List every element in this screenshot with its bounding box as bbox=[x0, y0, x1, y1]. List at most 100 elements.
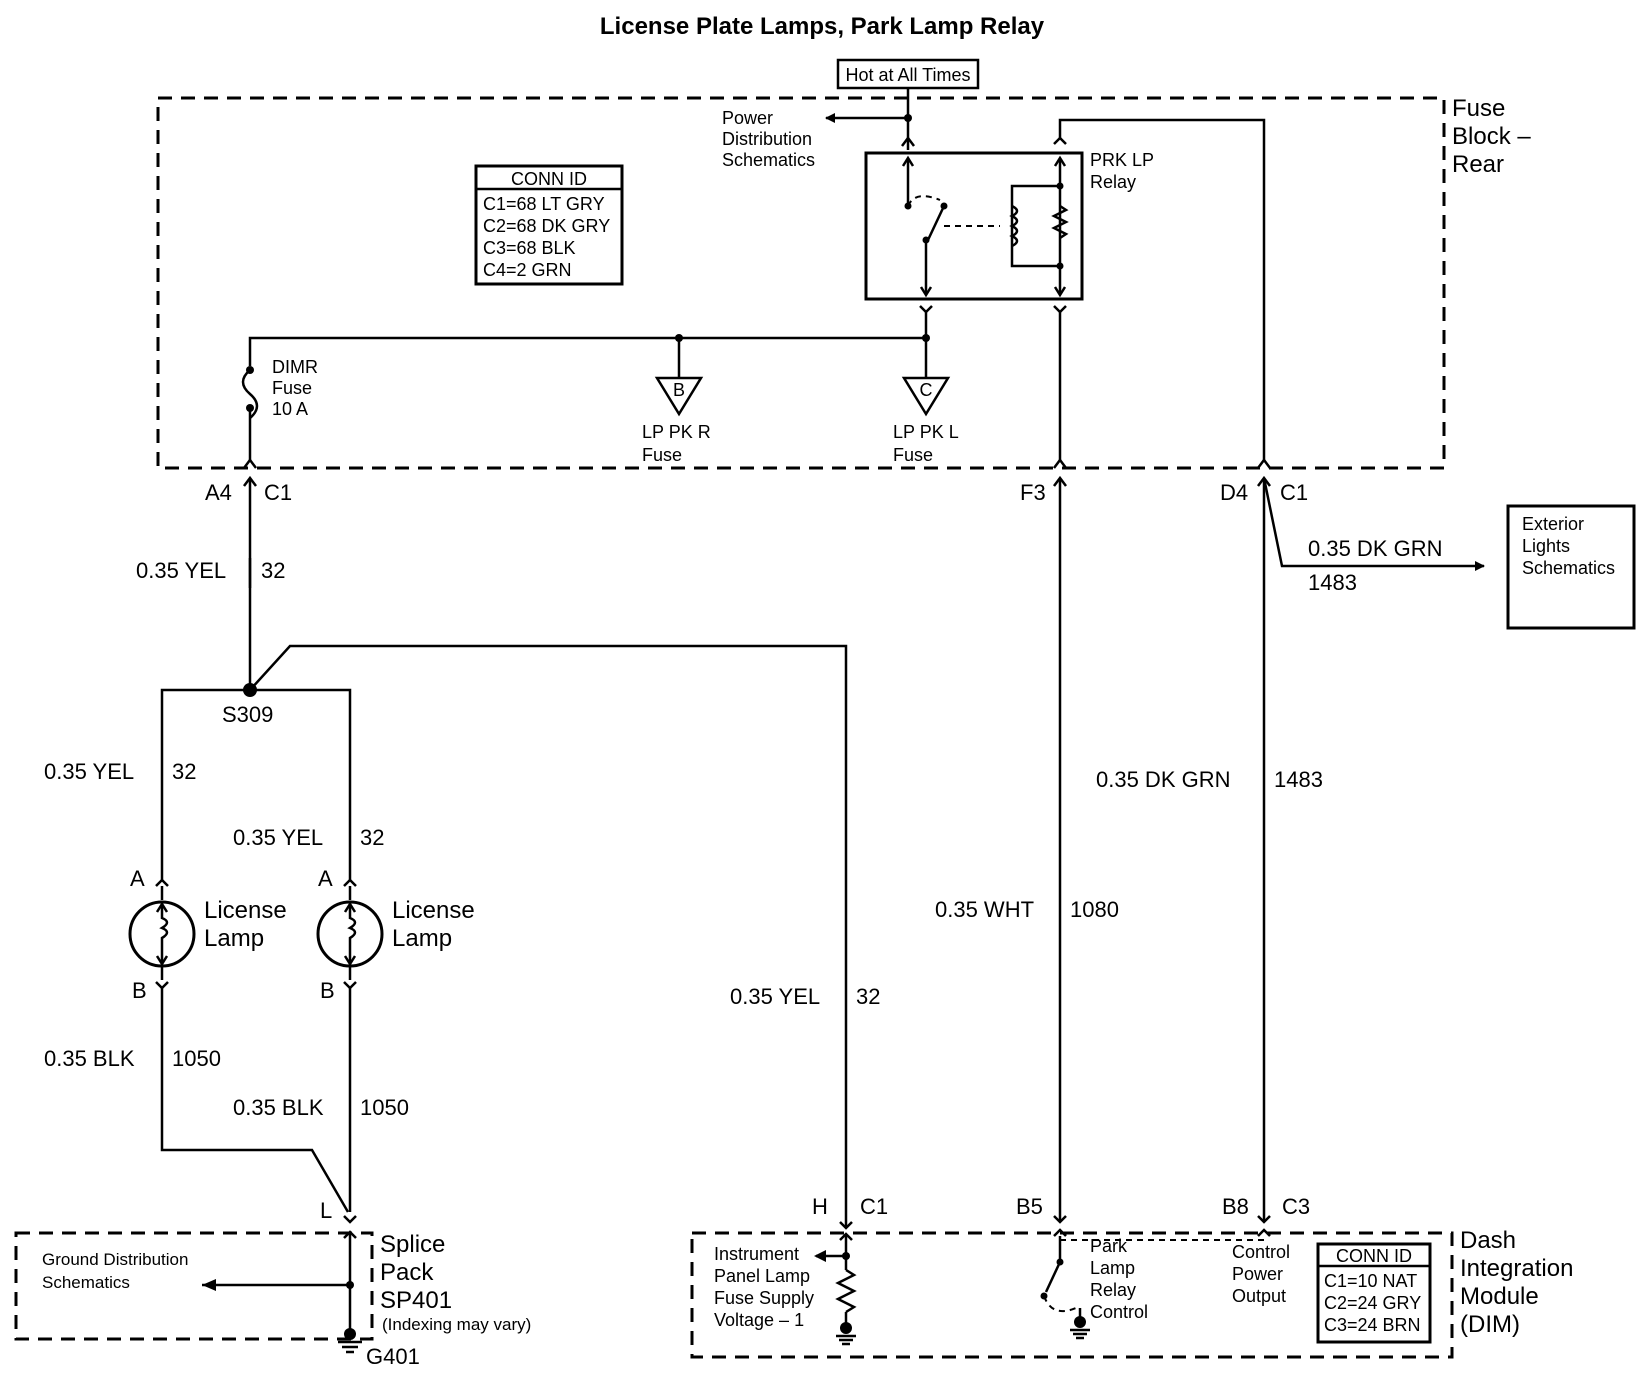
relay-label-1: PRK LP bbox=[1090, 150, 1154, 170]
ground-g401-label: G401 bbox=[366, 1344, 420, 1369]
park-ctrl-label-2: Lamp bbox=[1090, 1258, 1135, 1278]
d4-connector bbox=[1257, 457, 1271, 469]
dim-b5-connector bbox=[1053, 1215, 1067, 1224]
ground-dist-arrow bbox=[202, 1279, 216, 1291]
dim-b8-connector bbox=[1257, 1215, 1271, 1224]
conn-id-dim-box bbox=[1316, 1242, 1432, 1344]
lamp1-pin-b: B bbox=[132, 978, 147, 1003]
relay-out-connector bbox=[919, 305, 933, 314]
lamp2-arrow bbox=[343, 901, 357, 967]
wire-color-label: 0.35 YEL bbox=[44, 759, 134, 784]
relay-coil-out-connector bbox=[1053, 305, 1067, 314]
ip-lamp-label-3: Fuse Supply bbox=[714, 1288, 814, 1308]
lamp2-filament-icon bbox=[347, 904, 357, 964]
conn-id-dim-row: C2=24 GRY bbox=[1324, 1293, 1421, 1313]
pds-label-1: Power bbox=[722, 108, 773, 128]
f3-connector bbox=[1053, 457, 1067, 469]
wire-number-label: 1080 bbox=[1070, 897, 1119, 922]
conn-id-dim-row: C1=10 NAT bbox=[1324, 1271, 1417, 1291]
wire-32-to-lamp2 bbox=[250, 688, 352, 880]
lamp2-label-2: Lamp bbox=[392, 925, 452, 952]
ip-lamp-ground-icon bbox=[836, 1334, 856, 1346]
ip-lamp-resistor bbox=[835, 1268, 857, 1314]
pin-f3: F3 bbox=[1020, 480, 1046, 505]
splice-pack-label-4: (Indexing may vary) bbox=[382, 1315, 531, 1334]
wire-color-label: 0.35 BLK bbox=[44, 1046, 135, 1071]
wire-1483-branch bbox=[1262, 477, 1485, 571]
lamp2-a-connector bbox=[343, 878, 357, 887]
ctrl-power-label-3: Output bbox=[1232, 1286, 1286, 1306]
relay-switch-bottom-arrow bbox=[919, 286, 933, 298]
wire-32-to-lamp1 bbox=[160, 688, 250, 880]
lamp1-label-1: License bbox=[204, 897, 287, 924]
ip-lamp-label-2: Panel Lamp bbox=[714, 1266, 810, 1286]
ctrl-power-label-2: Power bbox=[1232, 1264, 1283, 1284]
wire-number-label: 1483 bbox=[1308, 570, 1357, 595]
ground-g401-icon bbox=[338, 1340, 362, 1354]
wire-number-label: 1483 bbox=[1274, 767, 1323, 792]
pin-c1: C1 bbox=[264, 480, 292, 505]
lamp1-arrow bbox=[155, 901, 169, 967]
splice-pack-label-2: Pack bbox=[380, 1259, 434, 1286]
lp-pk-l-label-2: Fuse bbox=[893, 445, 933, 465]
wire-number-label: 32 bbox=[360, 825, 384, 850]
park-lamp-relay-box bbox=[864, 151, 1084, 301]
dim-pin-b8: B8 bbox=[1222, 1194, 1249, 1219]
park-ctrl-arc bbox=[1043, 1295, 1077, 1312]
conn-id-top-row: C1=68 LT GRY bbox=[483, 194, 605, 214]
dim-module-outline bbox=[690, 1231, 1454, 1359]
wire-color-label: 0.35 DK GRN bbox=[1308, 536, 1443, 561]
lp-pk-l-label-1: LP PK L bbox=[893, 422, 959, 442]
relay-node bbox=[1056, 182, 1064, 190]
wire-number-label: 32 bbox=[856, 984, 880, 1009]
a4-connector bbox=[243, 457, 257, 469]
dim-pin-b5: B5 bbox=[1016, 1194, 1043, 1219]
lamp1-b-connector bbox=[155, 981, 169, 990]
conn-id-top-box bbox=[474, 164, 624, 286]
lamp2-b-connector bbox=[343, 981, 357, 990]
conn-id-top-header: CONN ID bbox=[511, 169, 587, 189]
wire-32-to-dim bbox=[249, 644, 848, 1228]
dim-label-3: Module bbox=[1460, 1283, 1539, 1310]
ip-lamp-label-4: Voltage – 1 bbox=[714, 1310, 804, 1330]
relay-node bbox=[1056, 262, 1064, 270]
wire-color-label: 0.35 BLK bbox=[233, 1095, 324, 1120]
relay-label-2: Relay bbox=[1090, 172, 1136, 192]
relay-coil-frame bbox=[1010, 184, 1060, 268]
dim-pin-c3: C3 bbox=[1282, 1194, 1310, 1219]
ip-lamp-arrow-head bbox=[814, 1250, 826, 1262]
relay-coil-bottom-arrow bbox=[1053, 286, 1067, 298]
splice-pack-label-3: SP401 bbox=[380, 1287, 452, 1314]
fuse-block-label-3: Rear bbox=[1452, 151, 1504, 178]
wire-number-label: 1050 bbox=[172, 1046, 221, 1071]
lamp2-label-1: License bbox=[392, 897, 475, 924]
wire-color-label: 0.35 YEL bbox=[136, 558, 226, 583]
dim-pin-h: H bbox=[812, 1194, 828, 1219]
exterior-label-2: Lights bbox=[1522, 536, 1570, 556]
park-ctrl-label-4: Control bbox=[1090, 1302, 1148, 1322]
dim-label-1: Dash bbox=[1460, 1227, 1516, 1254]
lamp2-pin-b: B bbox=[320, 978, 335, 1003]
lp-pk-l-letter: C bbox=[920, 380, 933, 400]
exterior-lights-box bbox=[1506, 504, 1636, 630]
relay-in-connector bbox=[901, 135, 915, 147]
relay-contact-arc bbox=[907, 195, 941, 207]
wire-1050-lamp1 bbox=[160, 988, 350, 1213]
lamp1-pin-a: A bbox=[130, 866, 145, 891]
exterior-label-1: Exterior bbox=[1522, 514, 1584, 534]
pin-a4: A4 bbox=[205, 480, 232, 505]
dimr-label-1: DIMR bbox=[272, 357, 318, 377]
fuse-block-label-1: Fuse bbox=[1452, 95, 1505, 122]
ground-node bbox=[344, 1328, 356, 1340]
park-ctrl-ground-node bbox=[1074, 1316, 1086, 1328]
wire-color-label: 0.35 YEL bbox=[730, 984, 820, 1009]
dimr-fuse-icon bbox=[241, 369, 259, 419]
relay-coil-top-arrow bbox=[1053, 155, 1067, 167]
pds-label-2: Distribution bbox=[722, 129, 812, 149]
wire-number-label: 32 bbox=[172, 759, 196, 784]
lamp2-pin-a: A bbox=[318, 866, 333, 891]
dim-label-2: Integration bbox=[1460, 1255, 1573, 1282]
lp-pk-r-fuse-icon bbox=[654, 376, 704, 417]
fuse-block-label-2: Block – bbox=[1452, 123, 1531, 150]
coil-top-connector bbox=[1053, 136, 1067, 145]
